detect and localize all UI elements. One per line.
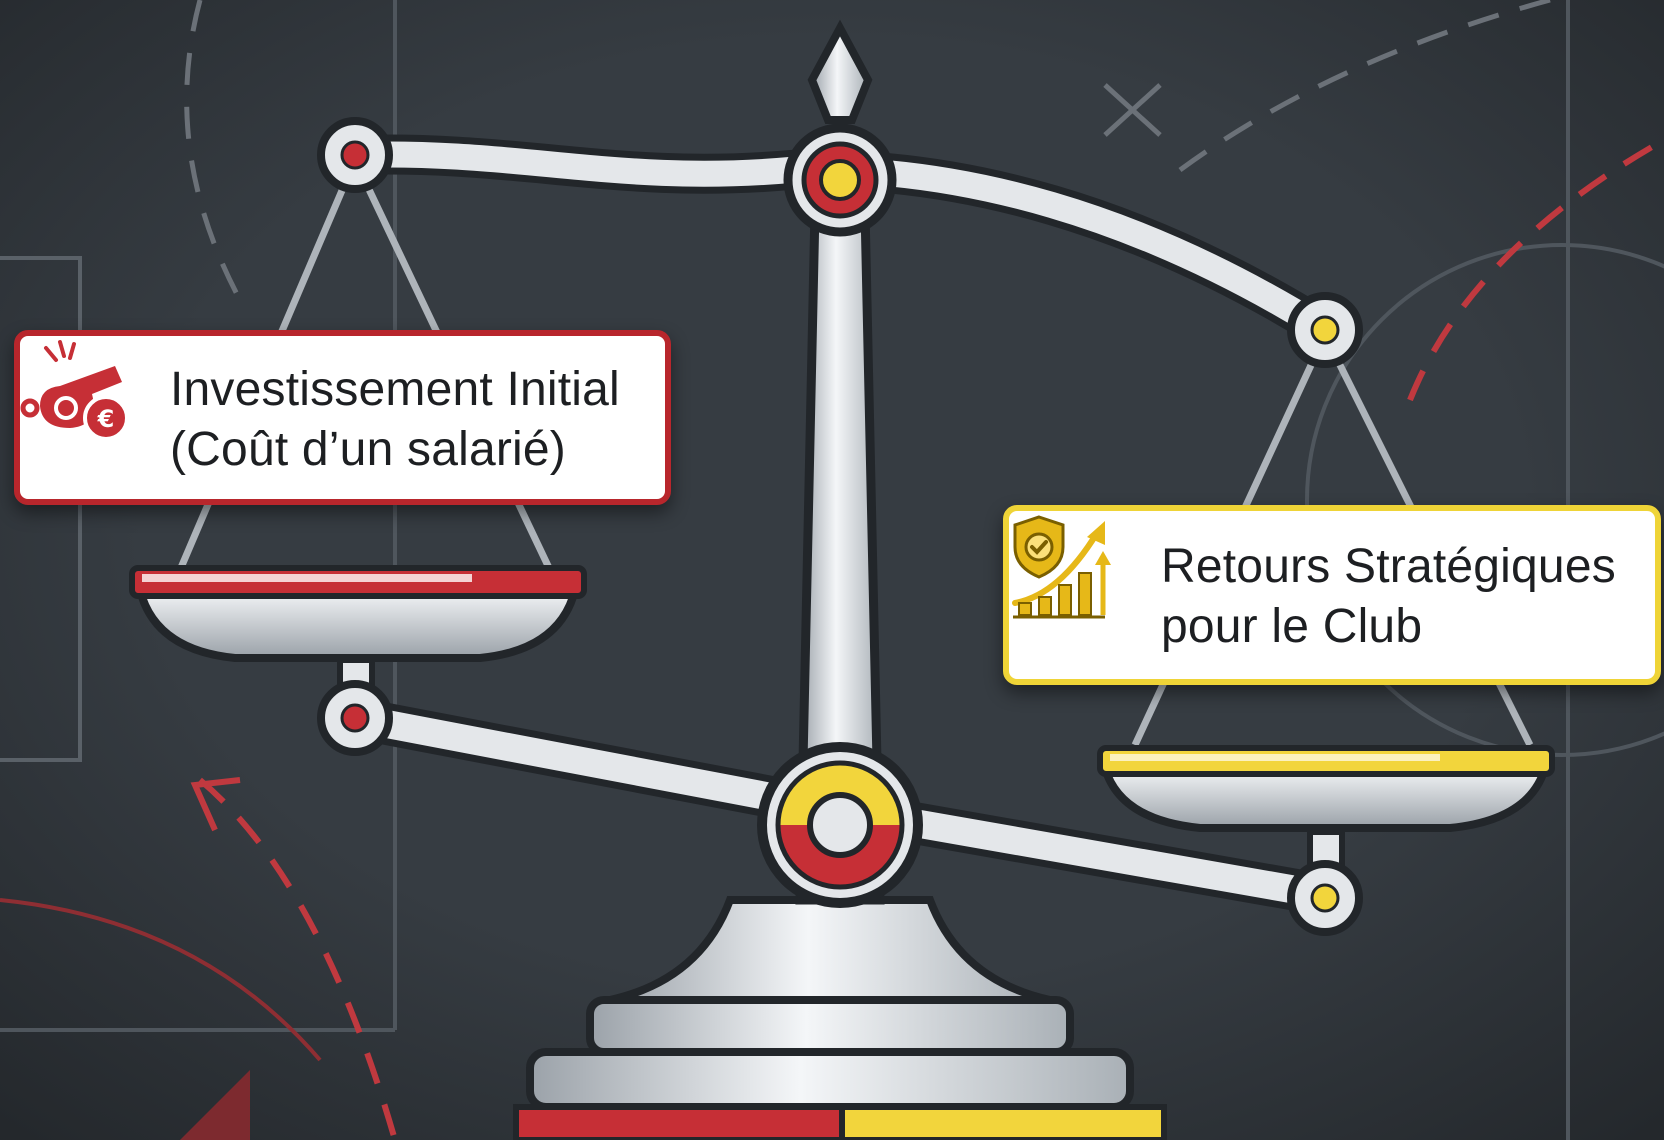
returns-label-text: Retours Stratégiques pour le Club — [1161, 537, 1616, 657]
returns-label-line2: pour le Club — [1161, 597, 1616, 657]
right-upper-joint — [1291, 296, 1359, 364]
center-pivot — [762, 747, 918, 903]
returns-label-line1: Retours Stratégiques — [1161, 537, 1616, 597]
shield-growth-chart-icon — [1009, 511, 1119, 621]
left-upper-joint — [321, 121, 389, 189]
investment-label-line2: (Coût d’un salarié) — [170, 420, 620, 480]
whistle-euro-icon: € — [20, 336, 140, 446]
returns-label: Retours Stratégiques pour le Club — [1003, 505, 1661, 685]
investment-label-text: Investissement Initial (Coût d’un salari… — [170, 360, 620, 480]
top-pivot — [788, 128, 892, 232]
investment-label: € Investissement Initial (Coût d’un sala… — [14, 330, 671, 505]
investment-label-line1: Investissement Initial — [170, 360, 620, 420]
svg-text:€: € — [97, 405, 115, 433]
left-lower-joint — [321, 684, 389, 752]
right-lower-joint — [1291, 864, 1359, 932]
